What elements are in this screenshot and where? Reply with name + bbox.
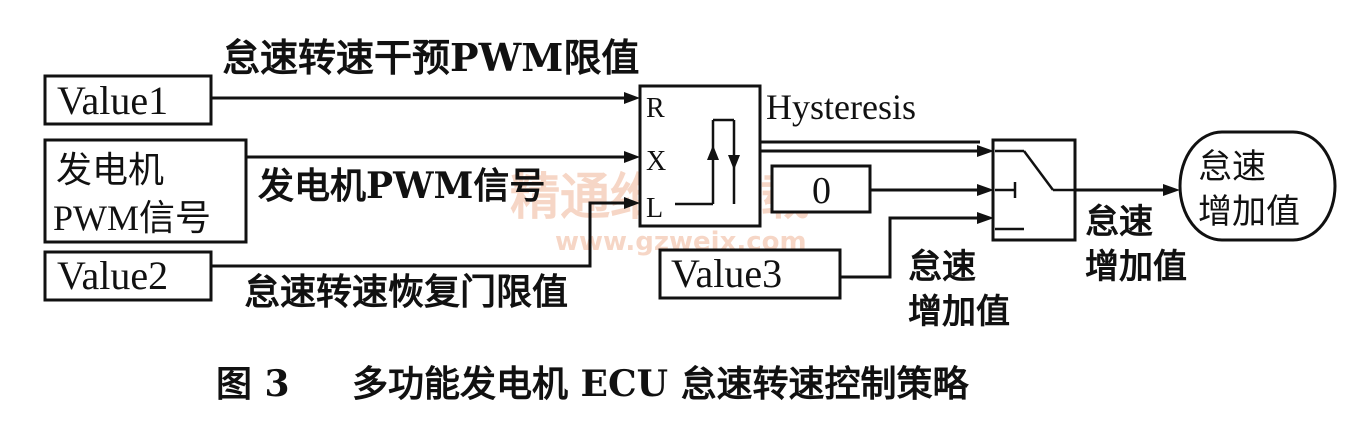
- arrow-genpwm-to-x: [624, 151, 640, 163]
- arrow-hysteresis-to-switch: [977, 145, 994, 157]
- hysteresis-port-l: L: [646, 193, 663, 224]
- zero-constant-block: [770, 164, 872, 214]
- arrow-value3-to-switch: [977, 212, 994, 224]
- switch-icon: [995, 149, 1075, 231]
- label-idle-recover-limit: 怠速转速恢复门限值: [244, 271, 568, 313]
- arrow-zero-to-switch: [977, 184, 994, 196]
- zero-constant-label: 0: [812, 170, 831, 212]
- value2-block: [43, 250, 213, 302]
- figure-caption: 多功能发电机 ECU 怠速转速控制策略: [352, 363, 970, 405]
- label-idle-increase-value3-line2: 增加值: [908, 292, 1010, 332]
- value3-block: [658, 248, 842, 300]
- generator-pwm-block: [43, 138, 248, 244]
- label-idle-increase-out-line2: 增加值: [1085, 247, 1187, 287]
- generator-pwm-label-line2: PWM信号: [53, 198, 211, 238]
- hysteresis-port-r: R: [646, 93, 665, 124]
- hysteresis-loop-icon: [675, 118, 740, 206]
- hysteresis-port-x: X: [646, 146, 666, 177]
- arrow-switch-to-output: [1163, 184, 1180, 196]
- label-generator-pwm-signal: 发电机PWM信号: [258, 165, 545, 207]
- hysteresis-title: Hysteresis: [766, 87, 916, 127]
- figure-number: 图 3: [216, 363, 290, 405]
- value1-label: Value1: [57, 78, 168, 123]
- arrow-value2-to-l: [624, 197, 640, 209]
- output-label-line1: 怠速: [1198, 147, 1266, 187]
- hysteresis-block: [638, 84, 762, 228]
- output-label-line2: 增加值: [1198, 192, 1300, 232]
- wire-value3-to-switch: [840, 216, 980, 279]
- generator-pwm-label-line1: 发电机: [56, 150, 164, 191]
- value1-block: [43, 74, 213, 126]
- output-terminal: [1178, 130, 1337, 242]
- label-idle-increase-out-line1: 怠速: [1085, 202, 1153, 242]
- arrow-value1-to-r: [624, 92, 640, 104]
- value2-label: Value2: [57, 253, 168, 298]
- wire-value2-to-l: [211, 201, 626, 268]
- value3-label: Value3: [671, 251, 782, 296]
- label-idle-increase-value3-line1: 怠速: [908, 247, 976, 287]
- label-idle-interfere-limit: 怠速转速干预PWM限值: [222, 35, 639, 80]
